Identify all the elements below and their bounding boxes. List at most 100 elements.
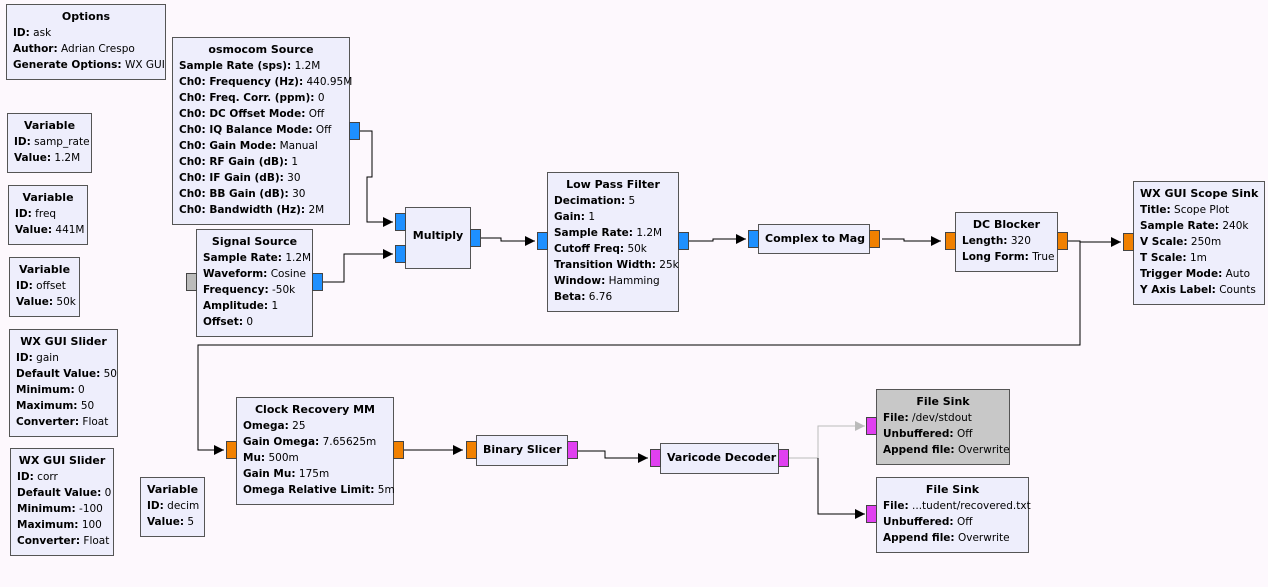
block-param: V Scale: 250m	[1140, 234, 1258, 250]
wire-varicode-to-filesink2[interactable]	[817, 458, 865, 519]
param-key: Value:	[16, 296, 54, 308]
param-value: 50k	[627, 243, 647, 255]
port-varicode-in[interactable]	[650, 449, 661, 467]
port-dcblock-out[interactable]	[1057, 232, 1068, 250]
block-param: Sample Rate: 1.2M	[554, 225, 672, 241]
param-value: corr	[37, 471, 58, 483]
param-value: Adrian Crespo	[61, 43, 135, 55]
block-varicode-decoder[interactable]: Varicode Decoder	[660, 443, 779, 474]
port-multiply-in0[interactable]	[395, 213, 406, 231]
block-title: Binary Slicer	[483, 443, 562, 456]
wire-dcblock-to-scope[interactable]	[1068, 237, 1121, 247]
wire-lpf-to-c2mag[interactable]	[689, 234, 746, 244]
port-sigsrc-out[interactable]	[312, 273, 323, 291]
port-c2mag-in[interactable]	[748, 230, 759, 248]
wire-varicode-to-filesink1[interactable]	[789, 421, 865, 459]
wire-slicer-to-varicode[interactable]	[578, 450, 648, 463]
block-param: Converter: Float	[17, 533, 109, 549]
param-value: -100	[79, 503, 103, 515]
param-value: Auto	[1225, 268, 1251, 280]
param-value: 1.2M	[54, 152, 81, 164]
port-varicode-out[interactable]	[778, 449, 789, 467]
block-binary-slicer[interactable]: Binary Slicer	[476, 435, 568, 466]
port-scope-in[interactable]	[1123, 233, 1134, 251]
port-c2mag-out[interactable]	[869, 230, 880, 248]
param-key: Unbuffered:	[883, 516, 954, 528]
block-param: Gain Omega: 7.65625m	[243, 434, 387, 450]
port-clockrec-in[interactable]	[226, 441, 237, 459]
param-value: 240k	[1222, 220, 1249, 232]
port-dcblock-in[interactable]	[945, 232, 956, 250]
block-title: WX GUI Scope Sink	[1140, 187, 1259, 200]
param-key: Default Value:	[17, 487, 102, 499]
param-value: 0	[104, 487, 112, 499]
block-param: Append file: Overwrite	[883, 530, 1022, 546]
param-key: File:	[883, 412, 909, 424]
port-osmocom-out[interactable]	[349, 122, 360, 140]
wire-c2mag-to-dcblock[interactable]	[882, 236, 941, 246]
port-lpf-in[interactable]	[537, 232, 548, 250]
param-key: Ch0: Freq. Corr. (ppm):	[179, 92, 315, 104]
port-filesink2-in[interactable]	[866, 505, 877, 523]
param-key: File:	[883, 500, 909, 512]
port-sigsrc-in-disabled[interactable]	[186, 273, 197, 291]
param-key: Ch0: IF Gain (dB):	[179, 172, 284, 184]
param-key: Mu:	[243, 452, 266, 464]
block-param: Cutoff Freq: 50k	[554, 241, 672, 257]
param-key: Amplitude:	[203, 300, 269, 312]
param-value: 0	[78, 384, 85, 396]
port-lpf-out[interactable]	[678, 232, 689, 250]
block-param: Decimation: 5	[554, 193, 672, 209]
port-slicer-in[interactable]	[466, 441, 477, 459]
param-value: 440.95M	[306, 76, 353, 88]
port-clockrec-out[interactable]	[393, 441, 404, 459]
block-param: ID: corr	[17, 469, 107, 485]
param-value: freq	[35, 208, 57, 220]
block-param: Default Value: 50	[16, 366, 117, 382]
block-title: Options	[61, 10, 111, 23]
param-key: Append file:	[883, 444, 955, 456]
param-value: 50k	[56, 296, 76, 308]
param-value: 175m	[298, 468, 330, 480]
block-param: Transition Width: 25k	[554, 257, 679, 273]
block-param: Unbuffered: Off	[883, 426, 1003, 442]
block-complex-to-mag[interactable]: Complex to Mag	[758, 224, 870, 254]
param-value: ask	[33, 27, 52, 39]
param-value: decim	[167, 500, 200, 512]
block-param: Ch0: IQ Balance Mode: Off	[179, 122, 343, 138]
block-param: File: /dev/stdout	[883, 410, 1003, 426]
block-param: Long Form: True	[962, 249, 1055, 265]
wire-osmocom-to-multiply[interactable]	[360, 130, 393, 227]
param-key: Transition Width:	[554, 259, 656, 271]
param-value: /dev/stdout	[912, 412, 972, 424]
port-slicer-out[interactable]	[567, 441, 578, 459]
port-multiply-in1[interactable]	[395, 245, 406, 263]
block-multiply[interactable]: Multiply	[405, 207, 471, 269]
param-value: 50	[103, 368, 117, 380]
param-key: ID:	[147, 500, 164, 512]
port-multiply-out[interactable]	[470, 229, 481, 247]
param-value: 7.65625m	[322, 436, 377, 448]
param-key: Value:	[15, 224, 53, 236]
param-value: samp_rate	[34, 136, 90, 148]
param-key: ID:	[17, 471, 34, 483]
wire-sigsrc-to-multiply[interactable]	[323, 249, 393, 283]
block-title: Low Pass Filter	[566, 178, 660, 191]
wire-multiply-to-lpf[interactable]	[481, 236, 535, 246]
port-filesink1-in[interactable]	[866, 417, 877, 435]
